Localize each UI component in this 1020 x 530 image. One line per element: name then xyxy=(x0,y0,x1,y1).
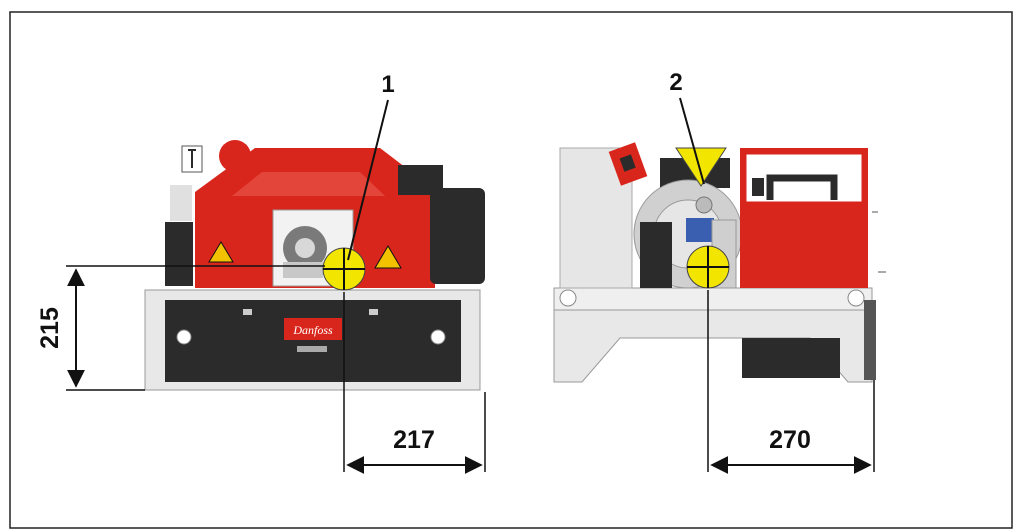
right-depth-label: 270 xyxy=(769,426,811,454)
switch-button xyxy=(619,154,636,172)
callout-1-label: 1 xyxy=(381,71,394,98)
base-screw-right xyxy=(369,309,378,315)
height-dimension-label: 215 xyxy=(36,307,64,349)
logo-text: Danfoss xyxy=(292,323,333,337)
motor-left xyxy=(430,188,485,284)
pointer-marker-icon xyxy=(675,147,727,187)
warning-sign-left-icon xyxy=(208,241,234,263)
handle-latch xyxy=(752,178,764,196)
callout-2-label: 2 xyxy=(669,69,682,96)
side-base-hole-right xyxy=(847,289,865,307)
side-base-edge xyxy=(864,300,876,380)
carry-handle-icon xyxy=(766,174,838,200)
model-plate xyxy=(297,346,327,352)
machine-front-view: Danfoss xyxy=(144,140,485,391)
base-screw-left xyxy=(243,309,252,315)
callout-2-leader xyxy=(679,97,705,185)
side-panel xyxy=(170,185,192,221)
base-hole-left xyxy=(176,329,192,345)
warning-sign-right-icon xyxy=(374,245,402,269)
clamp-block xyxy=(283,262,323,278)
base-hole-right xyxy=(430,329,446,345)
disc-screw xyxy=(695,196,713,214)
callout-1-leader xyxy=(347,99,389,261)
housing-highlight xyxy=(232,172,385,196)
grinding-wheel-hub xyxy=(295,238,315,258)
base-black-panel xyxy=(165,300,461,382)
side-handle-left xyxy=(165,222,193,286)
logo-plate xyxy=(284,318,342,340)
safety-icon-glyph xyxy=(188,149,196,168)
clamp-block-blue xyxy=(686,218,714,242)
motor-cap xyxy=(398,165,443,195)
left-depth-label: 217 xyxy=(393,426,435,454)
clamp-post-left xyxy=(640,222,672,288)
side-base-foot xyxy=(742,338,840,378)
side-base-top xyxy=(553,287,873,311)
side-base-hole-left xyxy=(559,289,577,307)
machine-side-view xyxy=(553,142,886,383)
